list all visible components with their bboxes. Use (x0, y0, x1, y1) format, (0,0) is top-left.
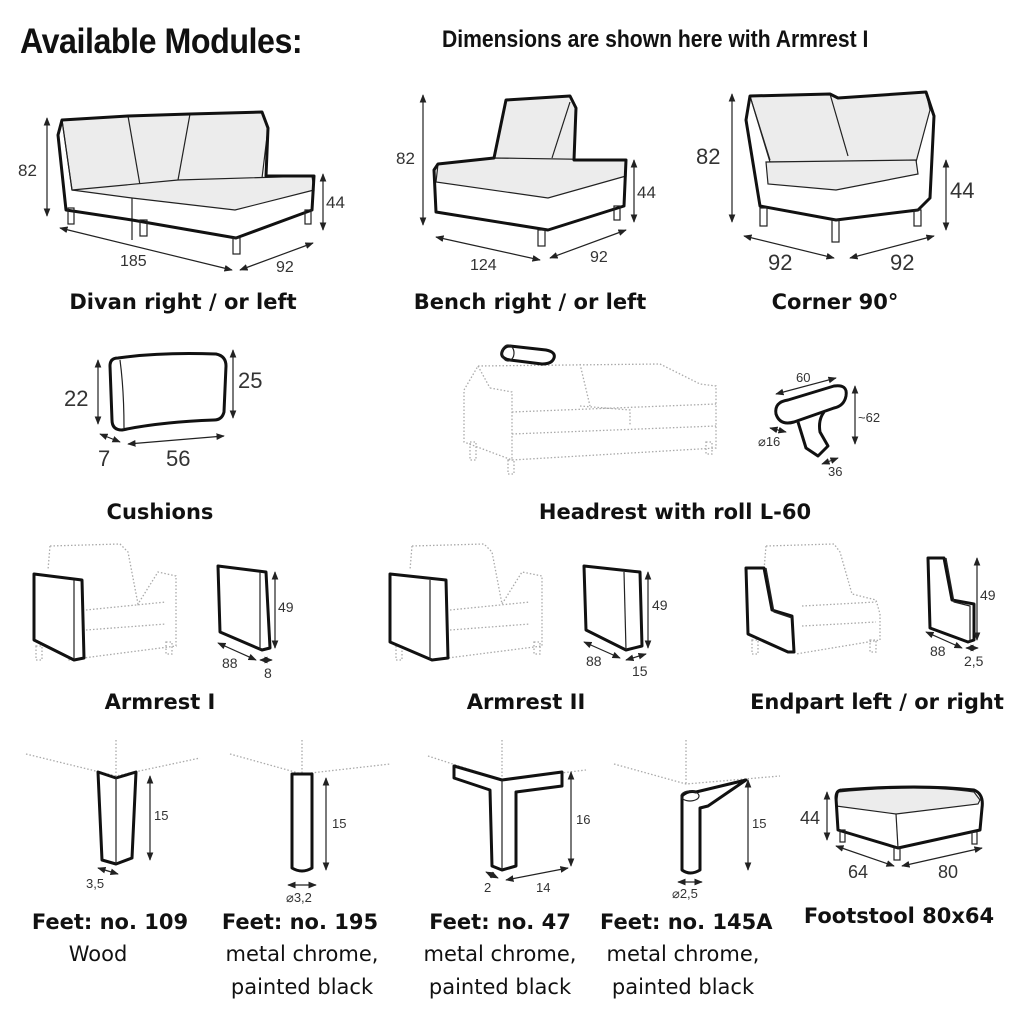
corner-height: 82 (696, 144, 720, 169)
bench-height: 82 (396, 149, 415, 168)
endpart-height: 49 (980, 587, 996, 603)
armrest2-depth: 88 (586, 653, 602, 669)
feet47-span: 14 (536, 880, 550, 895)
module-armrest-1: 49 88 8 Armrest I (20, 530, 350, 730)
footstool-label: Footstool 80x64 (803, 904, 995, 928)
feet47-thickness: 2 (484, 880, 491, 895)
page-subtitle: Dimensions are shown here with Armrest I (442, 26, 869, 53)
feet195-material-1: metal chrome, (225, 942, 379, 966)
armrest2-height: 49 (652, 597, 668, 613)
divan-height: 82 (18, 161, 37, 180)
feet145a-drawing: 15 ⌀2,5 (613, 740, 781, 901)
corner-label: Corner 90° (771, 290, 899, 314)
module-feet-47: 16 2 14 Feet: no. 47 metal chrome, paint… (410, 740, 600, 1020)
module-feet-109: 15 3,5 Feet: no. 109 Wood (10, 740, 210, 1020)
corner-side-a: 92 (768, 250, 792, 275)
module-feet-145a: 15 ⌀2,5 Feet: no. 145A metal chrome, pai… (600, 740, 790, 1020)
footstool-depth: 64 (848, 862, 868, 882)
armrest1-depth: 88 (222, 655, 238, 671)
divan-drawing: 82 44 185 92 (18, 110, 345, 276)
feet145a-diameter: ⌀2,5 (672, 886, 698, 901)
divan-depth: 92 (276, 259, 294, 276)
bench-drawing: 82 44 124 92 (396, 94, 656, 274)
feet109-material: Wood (68, 942, 128, 966)
module-corner: 82 44 92 92 Corner 90° (690, 80, 1024, 320)
armrest2-label: Armrest II (466, 690, 586, 714)
divan-length: 185 (120, 253, 147, 270)
feet47-material-1: metal chrome, (423, 942, 577, 966)
armrest2-width: 15 (632, 663, 648, 679)
armrest1-width: 8 (264, 665, 272, 681)
feet145a-label: Feet: no. 145A (600, 910, 773, 934)
module-cushions: 22 25 7 56 Cushions (40, 330, 300, 530)
module-endpart: 49 88 2,5 Endpart left / or right (730, 530, 1024, 730)
cushion-depth: 7 (98, 446, 110, 471)
module-armrest-2: 49 88 15 Armrest II (380, 530, 700, 730)
feet47-height: 16 (576, 812, 590, 827)
page-title: Available Modules: (20, 22, 303, 61)
endpart-drawing: 49 88 2,5 (744, 543, 996, 669)
cushion-width: 56 (166, 446, 190, 471)
headrest-drawing: 60 ~62 ⌀16 36 (463, 344, 880, 479)
feet195-label: Feet: no. 195 (221, 910, 379, 934)
bench-seat-height: 44 (637, 183, 656, 202)
endpart-depth: 88 (930, 643, 946, 659)
corner-drawing: 82 44 92 92 (696, 90, 974, 275)
armrest1-height: 49 (278, 599, 294, 615)
endpart-label: Endpart left / or right (750, 690, 1004, 714)
feet195-drawing: 15 ⌀3,2 (229, 740, 391, 905)
headrest-base: 36 (828, 464, 842, 479)
feet47-label: Feet: no. 47 (429, 910, 571, 934)
headrest-height: ~62 (858, 410, 880, 425)
corner-seat-height: 44 (950, 178, 974, 203)
feet47-material-2: painted black (428, 975, 572, 999)
cushion-height-left: 22 (64, 386, 88, 411)
feet195-material-2: painted black (230, 975, 374, 999)
divan-seat-height: 44 (326, 193, 345, 212)
corner-side-b: 92 (890, 250, 914, 275)
footstool-drawing: 44 64 80 (800, 785, 984, 882)
bench-label: Bench right / or left (413, 290, 647, 314)
armrest2-drawing: 49 88 15 (388, 543, 668, 679)
armrest1-label: Armrest I (104, 690, 216, 714)
footstool-width: 80 (938, 862, 958, 882)
feet47-drawing: 16 2 14 (427, 740, 590, 895)
cushions-label: Cushions (106, 500, 214, 524)
feet109-width: 3,5 (86, 876, 104, 891)
feet109-label: Feet: no. 109 (31, 910, 189, 934)
module-feet-195: 15 ⌀3,2 Feet: no. 195 metal chrome, pain… (210, 740, 410, 1020)
footstool-height: 44 (800, 808, 820, 828)
feet109-height: 15 (154, 808, 168, 823)
feet145a-material-2: painted black (611, 975, 755, 999)
headrest-length: 60 (796, 370, 810, 385)
armrest1-drawing: 49 88 8 (32, 543, 294, 681)
headrest-label: Headrest with roll L-60 (538, 500, 812, 524)
divan-label: Divan right / or left (69, 290, 297, 314)
feet145a-height: 15 (752, 816, 766, 831)
feet195-height: 15 (332, 816, 346, 831)
module-divan: 82 44 185 92 Divan right / or left (0, 80, 350, 320)
bench-length: 124 (470, 257, 497, 274)
module-headrest: 60 ~62 ⌀16 36 Headrest with roll L-60 (450, 330, 900, 530)
module-footstool: 44 64 80 Footstool 80x64 (790, 760, 1024, 940)
module-bench: 82 44 124 92 Bench right / or left (380, 80, 700, 320)
bench-depth: 92 (590, 249, 608, 266)
endpart-width: 2,5 (964, 653, 984, 669)
feet145a-material-1: metal chrome, (606, 942, 760, 966)
feet109-drawing: 15 3,5 (25, 740, 201, 891)
headrest-diameter: ⌀16 (758, 434, 780, 449)
cushions-drawing: 22 25 7 56 (64, 349, 262, 471)
feet195-diameter: ⌀3,2 (286, 890, 312, 905)
cushion-height-right: 25 (238, 368, 262, 393)
